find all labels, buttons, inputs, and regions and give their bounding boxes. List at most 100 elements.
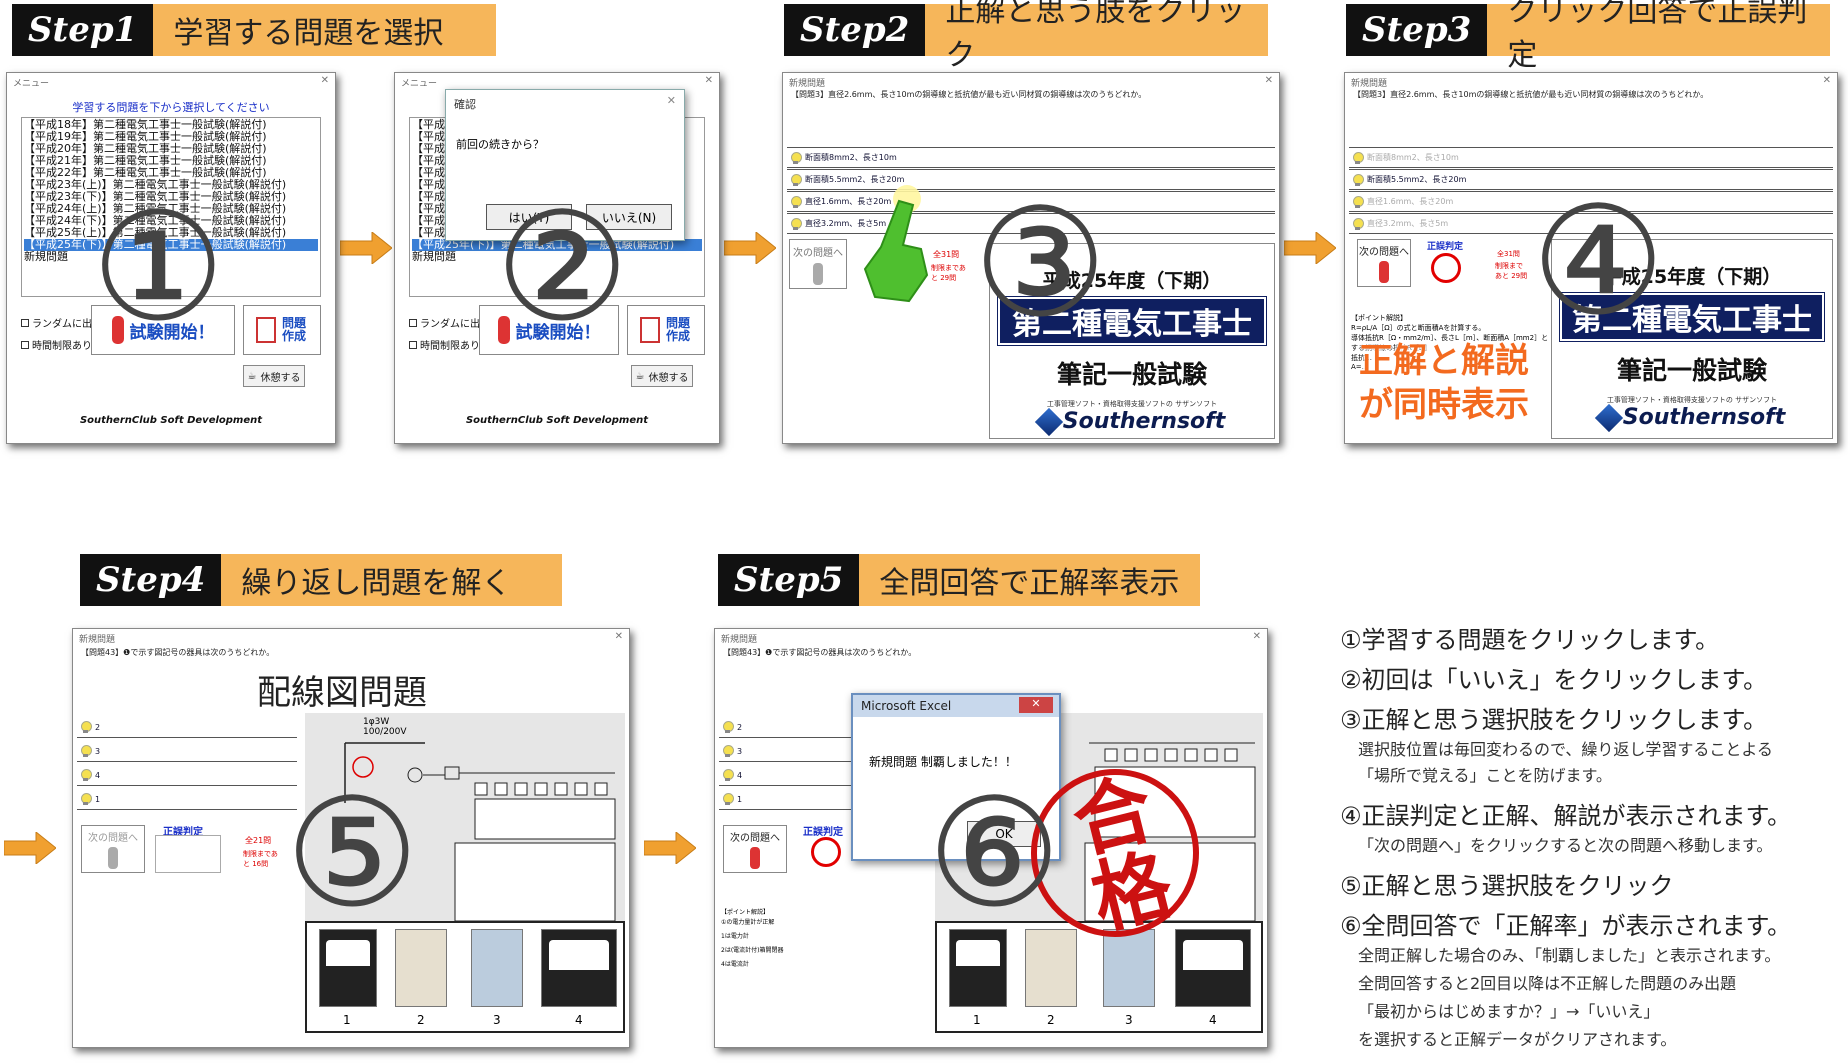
list-item[interactable]: 【平成21年】第二種電気工事士一般試験(解説付) (24, 154, 267, 167)
choice-option[interactable]: 直径1.6mm、長さ20m (1349, 191, 1833, 212)
bulb-icon (723, 745, 734, 757)
list-item[interactable]: 【平成24年(上)】第二種電気工事士一般試験(解説付) (24, 202, 287, 215)
make-label: 問題作成 (282, 316, 307, 343)
make-problem-button[interactable]: 問題作成 (243, 305, 321, 355)
close-icon[interactable]: ✕ (1822, 75, 1831, 86)
list-item-selected[interactable]: 【平成25年(下)】第二種電気工事士一般試験(解説付) (412, 239, 702, 251)
meter-label: 1 (973, 1013, 981, 1027)
yes-button[interactable]: はい(Y) (486, 204, 572, 230)
list-item-selected[interactable]: 【平成25年(下)】第二種電気工事士一般試験(解説付) (24, 239, 318, 251)
mascot-icon (750, 847, 760, 869)
instruction-sub: 全問回答すると2回目以降は不正解した問題のみ出題 (1358, 974, 1737, 993)
bulb-icon (81, 721, 92, 733)
choice-option[interactable]: 直径3.2mm、長さ5m (1349, 213, 1833, 234)
list-item[interactable]: 【平成20年】第二種電気工事士一般試験(解説付) (24, 142, 267, 155)
start-button[interactable]: 試験開始！ (479, 305, 619, 355)
step3-text: クリック回答で正誤判定 (1487, 0, 1830, 73)
question-text: 【問題3】直径2.6mm、長さ10mの銅導線と抵抗値が最も近い同材質の銅導線は次… (1353, 90, 1709, 99)
instruction-main: ⑤正解と思う選択肢をクリック (1340, 872, 1674, 900)
choice-option[interactable]: 2 (719, 717, 859, 738)
choice-option[interactable]: 断面積5.5mm2、長さ20m (1349, 169, 1833, 190)
instruction-main: ④正誤判定と正解、解説が表示されます。 (1340, 802, 1792, 830)
choice-option[interactable]: 断面積8mm2、長さ10m (1349, 147, 1833, 168)
list-item[interactable]: 新規問題 (412, 250, 456, 263)
next-label: 次の問題へ (793, 248, 843, 259)
choice-option[interactable]: 4 (77, 765, 297, 786)
explain-line: 4は電流計 (721, 961, 749, 968)
bulb-icon (1353, 173, 1364, 186)
choice-option[interactable]: 直径1.6mm、長さ20m (787, 191, 1275, 212)
list-item[interactable]: 【平成23年(上)】第二種電気工事士一般試験(解説付) (24, 178, 287, 191)
next-question-button[interactable]: 次の問題へ (1357, 239, 1411, 287)
close-icon[interactable]: ✕ (614, 631, 623, 642)
bulb-icon (1353, 217, 1364, 230)
choice-option[interactable]: 3 (77, 741, 297, 762)
timelimit-checkbox[interactable]: 時間制限あり (21, 337, 92, 352)
next-question-button[interactable]: 次の問題へ (723, 825, 787, 873)
problem-list[interactable]: 【平成18年】第二種電気工事士一般試験(解説付) 【平成19年】第二種電気工事士… (21, 117, 321, 297)
list-item[interactable]: 【平成25年(上)】第二種電気工事士一般試験(解説付) (24, 226, 287, 239)
close-icon[interactable]: ✕ (666, 94, 676, 107)
step2-header: Step2 正解と思う肢をクリック (784, 0, 1268, 73)
bulb-icon (723, 769, 734, 781)
no-button[interactable]: いいえ(N) (586, 204, 672, 230)
step1-text: 学習する問題を選択 (153, 4, 496, 56)
explain-line: ①の電力量計が正解 (721, 919, 775, 926)
list-item[interactable]: 【平成23年(下)】第二種電気工事士一般試験(解説付) (24, 190, 287, 203)
question-text: 【問題3】直径2.6mm、長さ10mの銅導線と抵抗値が最も近い同材質の銅導線は次… (791, 90, 1147, 99)
rest-button[interactable]: ☕休憩する (243, 365, 305, 387)
choice-label: 断面積8mm2、長さ10m (1367, 153, 1459, 162)
exam-year: 平成25年度（下期） (1042, 270, 1222, 292)
step3-header: Step3 クリック回答で正誤判定 (1346, 0, 1830, 73)
choice-option[interactable]: 3 (719, 741, 859, 762)
list-item[interactable]: 【平成19年】第二種電気工事士一般試験(解説付) (24, 130, 267, 143)
ok-button[interactable]: OK (967, 821, 1041, 847)
close-icon[interactable]: ✕ (1019, 697, 1053, 713)
bulb-icon (791, 151, 802, 164)
close-icon[interactable]: ✕ (1264, 75, 1273, 86)
choice-option[interactable]: 直径3.2mm、長さ5m (787, 213, 1275, 234)
list-item[interactable]: 【平成24年(下)】第二種電気工事士一般試験(解説付) (24, 214, 287, 227)
instruction-sub: 「最初からはじめますか？」→「いいえ」 (1358, 1002, 1660, 1021)
brand-name: Southernsoft (1062, 409, 1226, 434)
cup-icon: ☕ (247, 370, 257, 382)
choice-option[interactable]: 1 (77, 789, 297, 810)
judge-label: 正誤判定 (803, 827, 843, 838)
step2-key: Step2 (784, 4, 926, 56)
arrow-right-icon (1283, 230, 1337, 266)
next-question-button[interactable]: 次の問題へ (81, 825, 145, 873)
make-problem-button[interactable]: 問題作成 (627, 305, 705, 355)
random-checkbox[interactable]: ランダムに出題 (409, 315, 490, 330)
close-icon[interactable]: ✕ (704, 75, 713, 86)
mascot-icon (111, 316, 124, 344)
brand-small: 工事管理ソフト・資格取得支援ソフトの サザンソフト (1606, 396, 1778, 404)
choice-option[interactable]: 断面積8mm2、長さ10m (787, 147, 1275, 168)
choice-option[interactable]: 断面積5.5mm2、長さ20m (787, 169, 1275, 190)
close-icon[interactable]: ✕ (320, 75, 329, 86)
choice-option[interactable]: 2 (77, 717, 297, 738)
next-question-button[interactable]: 次の問題へ (789, 239, 847, 289)
count-label: 全31問 (1497, 250, 1520, 258)
timelimit-checkbox[interactable]: 時間制限あり (409, 337, 480, 352)
explain-title: 【ポイント解説】 (721, 909, 770, 916)
meter-panel: 1 2 3 4 (935, 921, 1263, 1033)
wiring-diagram (305, 713, 625, 925)
window-title: 新規問題 (721, 635, 758, 645)
list-item[interactable]: 新規問題 (24, 250, 68, 263)
choice-option[interactable]: 1 (719, 789, 859, 810)
list-item[interactable]: 【平成18年】第二種電気工事士一般試験(解説付) (24, 118, 267, 131)
window-title: 新規問題 (1351, 79, 1388, 89)
question-text: 【問題43】❶で示す図記号の器具は次のうちどれか。 (723, 648, 917, 657)
start-button[interactable]: 試験開始！ (91, 305, 235, 355)
choice-label: 3 (95, 746, 101, 756)
random-checkbox[interactable]: ランダムに出題 (21, 315, 102, 330)
choice-label: 直径3.2mm、長さ5m (1367, 219, 1449, 228)
make-label: 問題作成 (666, 316, 691, 343)
list-item[interactable]: 【平成22年】第二種電気工事士一般試験(解説付) (24, 166, 267, 179)
choice-label: 直径3.2mm、長さ5m (805, 219, 887, 228)
timelimit-label: 時間制限あり (420, 341, 480, 352)
choice-option[interactable]: 4 (719, 765, 859, 786)
close-icon[interactable]: ✕ (1252, 631, 1261, 642)
instructions: ①学習する問題をクリックします。 ②初回は「いいえ」をクリックします。 ③正解と… (1340, 620, 1840, 1054)
rest-button[interactable]: ☕休憩する (631, 365, 693, 387)
